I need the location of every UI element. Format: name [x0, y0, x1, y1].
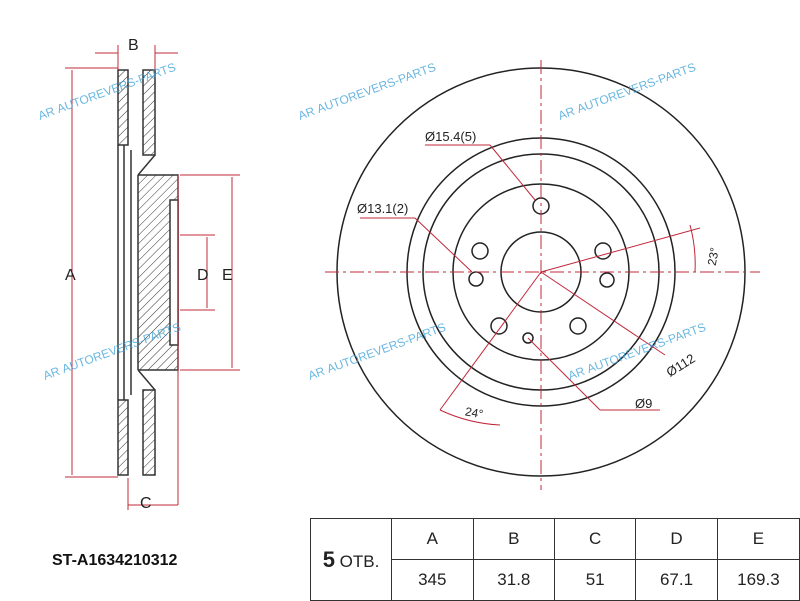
holes-unit: ОТВ.	[339, 551, 380, 571]
angle-23-label: 23°	[705, 246, 722, 266]
label-b: B	[128, 37, 139, 54]
value-a: 345	[391, 559, 474, 601]
part-number: ST-A1634210312	[52, 552, 178, 569]
dimension-lines	[65, 45, 240, 510]
svg-text:AUTOREVERS-PARTS: AUTOREVERS-PARTS	[325, 320, 448, 376]
label-c: C	[140, 495, 152, 512]
pin-label: Ø9	[635, 396, 652, 411]
svg-text:AR: AR	[36, 104, 57, 123]
label-d: D	[197, 267, 209, 284]
header-d: D	[635, 518, 718, 560]
center-lines	[325, 60, 760, 490]
angle-24-label: 24°	[464, 404, 485, 421]
value-b: 31.8	[472, 559, 556, 601]
header-b: B	[472, 518, 556, 560]
hole-large-label: Ø15.4(5)	[425, 129, 476, 144]
holes-count: 5	[322, 546, 335, 572]
svg-text:AR: AR	[296, 104, 317, 123]
svg-text:AR: AR	[306, 364, 327, 383]
label-a: A	[65, 267, 76, 284]
svg-text:AR: AR	[41, 364, 62, 383]
value-d: 67.1	[635, 559, 718, 601]
label-e: E	[222, 267, 233, 284]
svg-text:AR: AR	[556, 104, 577, 123]
header-e: E	[716, 518, 800, 560]
holes-count-cell: 5 ОТВ.	[309, 518, 393, 601]
value-c: 51	[554, 559, 637, 601]
header-a: A	[391, 518, 474, 560]
dimensions-table: 5 ОТВ. A B C D E 345 31.8 51 67.1 169.3	[309, 518, 800, 601]
hole-small-label: Ø13.1(2)	[357, 201, 408, 216]
svg-text:AR: AR	[566, 364, 587, 383]
leader-lines	[360, 144, 701, 426]
value-e: 169.3	[716, 559, 800, 601]
side-section-view	[117, 69, 179, 476]
header-c: C	[554, 518, 637, 560]
svg-text:AUTOREVERS-PARTS: AUTOREVERS-PARTS	[575, 60, 698, 116]
pcd-label: Ø112	[664, 351, 698, 380]
